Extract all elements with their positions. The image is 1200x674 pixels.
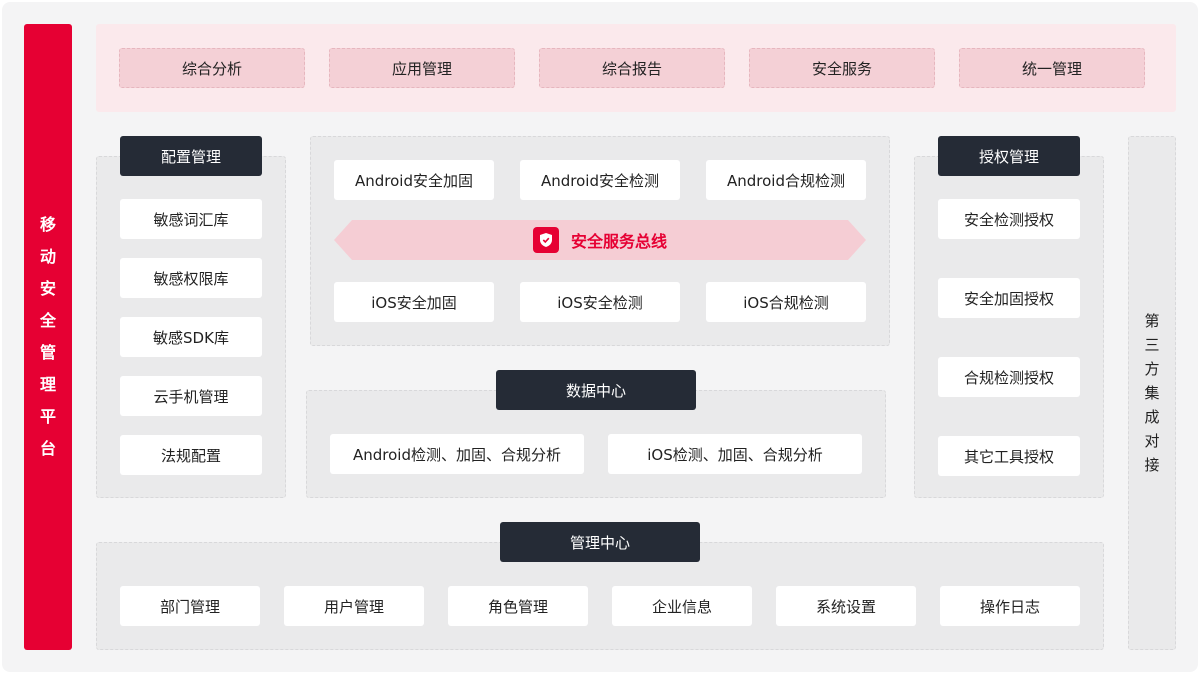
third-party-char: 成 <box>1144 408 1160 426</box>
bus-label: 安全服务总线 <box>570 232 667 251</box>
config-item-cloud-phone[interactable]: 云手机管理 <box>120 376 262 416</box>
mgmt-item-departments[interactable]: 部门管理 <box>120 586 260 626</box>
data-center-header: 数据中心 <box>496 370 696 410</box>
mgmt-item-roles[interactable]: 角色管理 <box>448 586 588 626</box>
ios-detection[interactable]: iOS安全检测 <box>520 282 680 322</box>
android-detection[interactable]: Android安全检测 <box>520 160 680 200</box>
third-party-char: 第 <box>1144 312 1160 330</box>
auth-header: 授权管理 <box>938 136 1080 176</box>
config-item-sensitive-sdk[interactable]: 敏感SDK库 <box>120 317 262 357</box>
config-item-sensitive-words[interactable]: 敏感词汇库 <box>120 199 262 239</box>
android-compliance[interactable]: Android合规检测 <box>706 160 866 200</box>
security-service-bus: 安全服务总线 <box>334 220 866 260</box>
auth-item-hardening[interactable]: 安全加固授权 <box>938 278 1080 318</box>
shield-icon <box>533 227 559 253</box>
platform-title-char: 动 <box>39 247 56 266</box>
mgmt-item-company-info[interactable]: 企业信息 <box>612 586 752 626</box>
auth-item-compliance[interactable]: 合规检测授权 <box>938 357 1080 397</box>
third-party-char: 对 <box>1144 432 1160 450</box>
auth-item-other-tools[interactable]: 其它工具授权 <box>938 436 1080 476</box>
platform-title-char: 全 <box>39 311 56 330</box>
management-header: 管理中心 <box>500 522 700 562</box>
config-header: 配置管理 <box>120 136 262 176</box>
platform-title-char: 台 <box>39 439 56 458</box>
top-item-app-management[interactable]: 应用管理 <box>329 48 515 88</box>
platform-title-char: 安 <box>39 279 56 298</box>
third-party-char: 集 <box>1144 384 1160 402</box>
platform-title-char: 平 <box>39 407 56 426</box>
top-item-security-service[interactable]: 安全服务 <box>749 48 935 88</box>
data-item-ios-analysis[interactable]: iOS检测、加固、合规分析 <box>608 434 862 474</box>
config-item-regulation[interactable]: 法规配置 <box>120 435 262 475</box>
mgmt-item-system-settings[interactable]: 系统设置 <box>776 586 916 626</box>
third-party-char: 方 <box>1144 360 1160 378</box>
platform-title-char: 理 <box>39 375 56 394</box>
platform-title-char: 管 <box>39 343 56 362</box>
auth-item-detection[interactable]: 安全检测授权 <box>938 199 1080 239</box>
mgmt-item-operation-log[interactable]: 操作日志 <box>940 586 1080 626</box>
platform-title-char: 移 <box>39 215 56 234</box>
top-item-report[interactable]: 综合报告 <box>539 48 725 88</box>
mgmt-item-users[interactable]: 用户管理 <box>284 586 424 626</box>
data-item-android-analysis[interactable]: Android检测、加固、合规分析 <box>330 434 584 474</box>
mobile-security-platform-bar: 移 动 安 全 管 理 平 台 <box>24 24 72 650</box>
ios-compliance[interactable]: iOS合规检测 <box>706 282 866 322</box>
third-party-panel: 第 三 方 集 成 对 接 <box>1128 136 1176 650</box>
third-party-char: 接 <box>1144 456 1160 474</box>
top-item-analysis[interactable]: 综合分析 <box>119 48 305 88</box>
top-item-unified-management[interactable]: 统一管理 <box>959 48 1145 88</box>
ios-hardening[interactable]: iOS安全加固 <box>334 282 494 322</box>
config-item-sensitive-permissions[interactable]: 敏感权限库 <box>120 258 262 298</box>
third-party-char: 三 <box>1144 336 1160 354</box>
android-hardening[interactable]: Android安全加固 <box>334 160 494 200</box>
